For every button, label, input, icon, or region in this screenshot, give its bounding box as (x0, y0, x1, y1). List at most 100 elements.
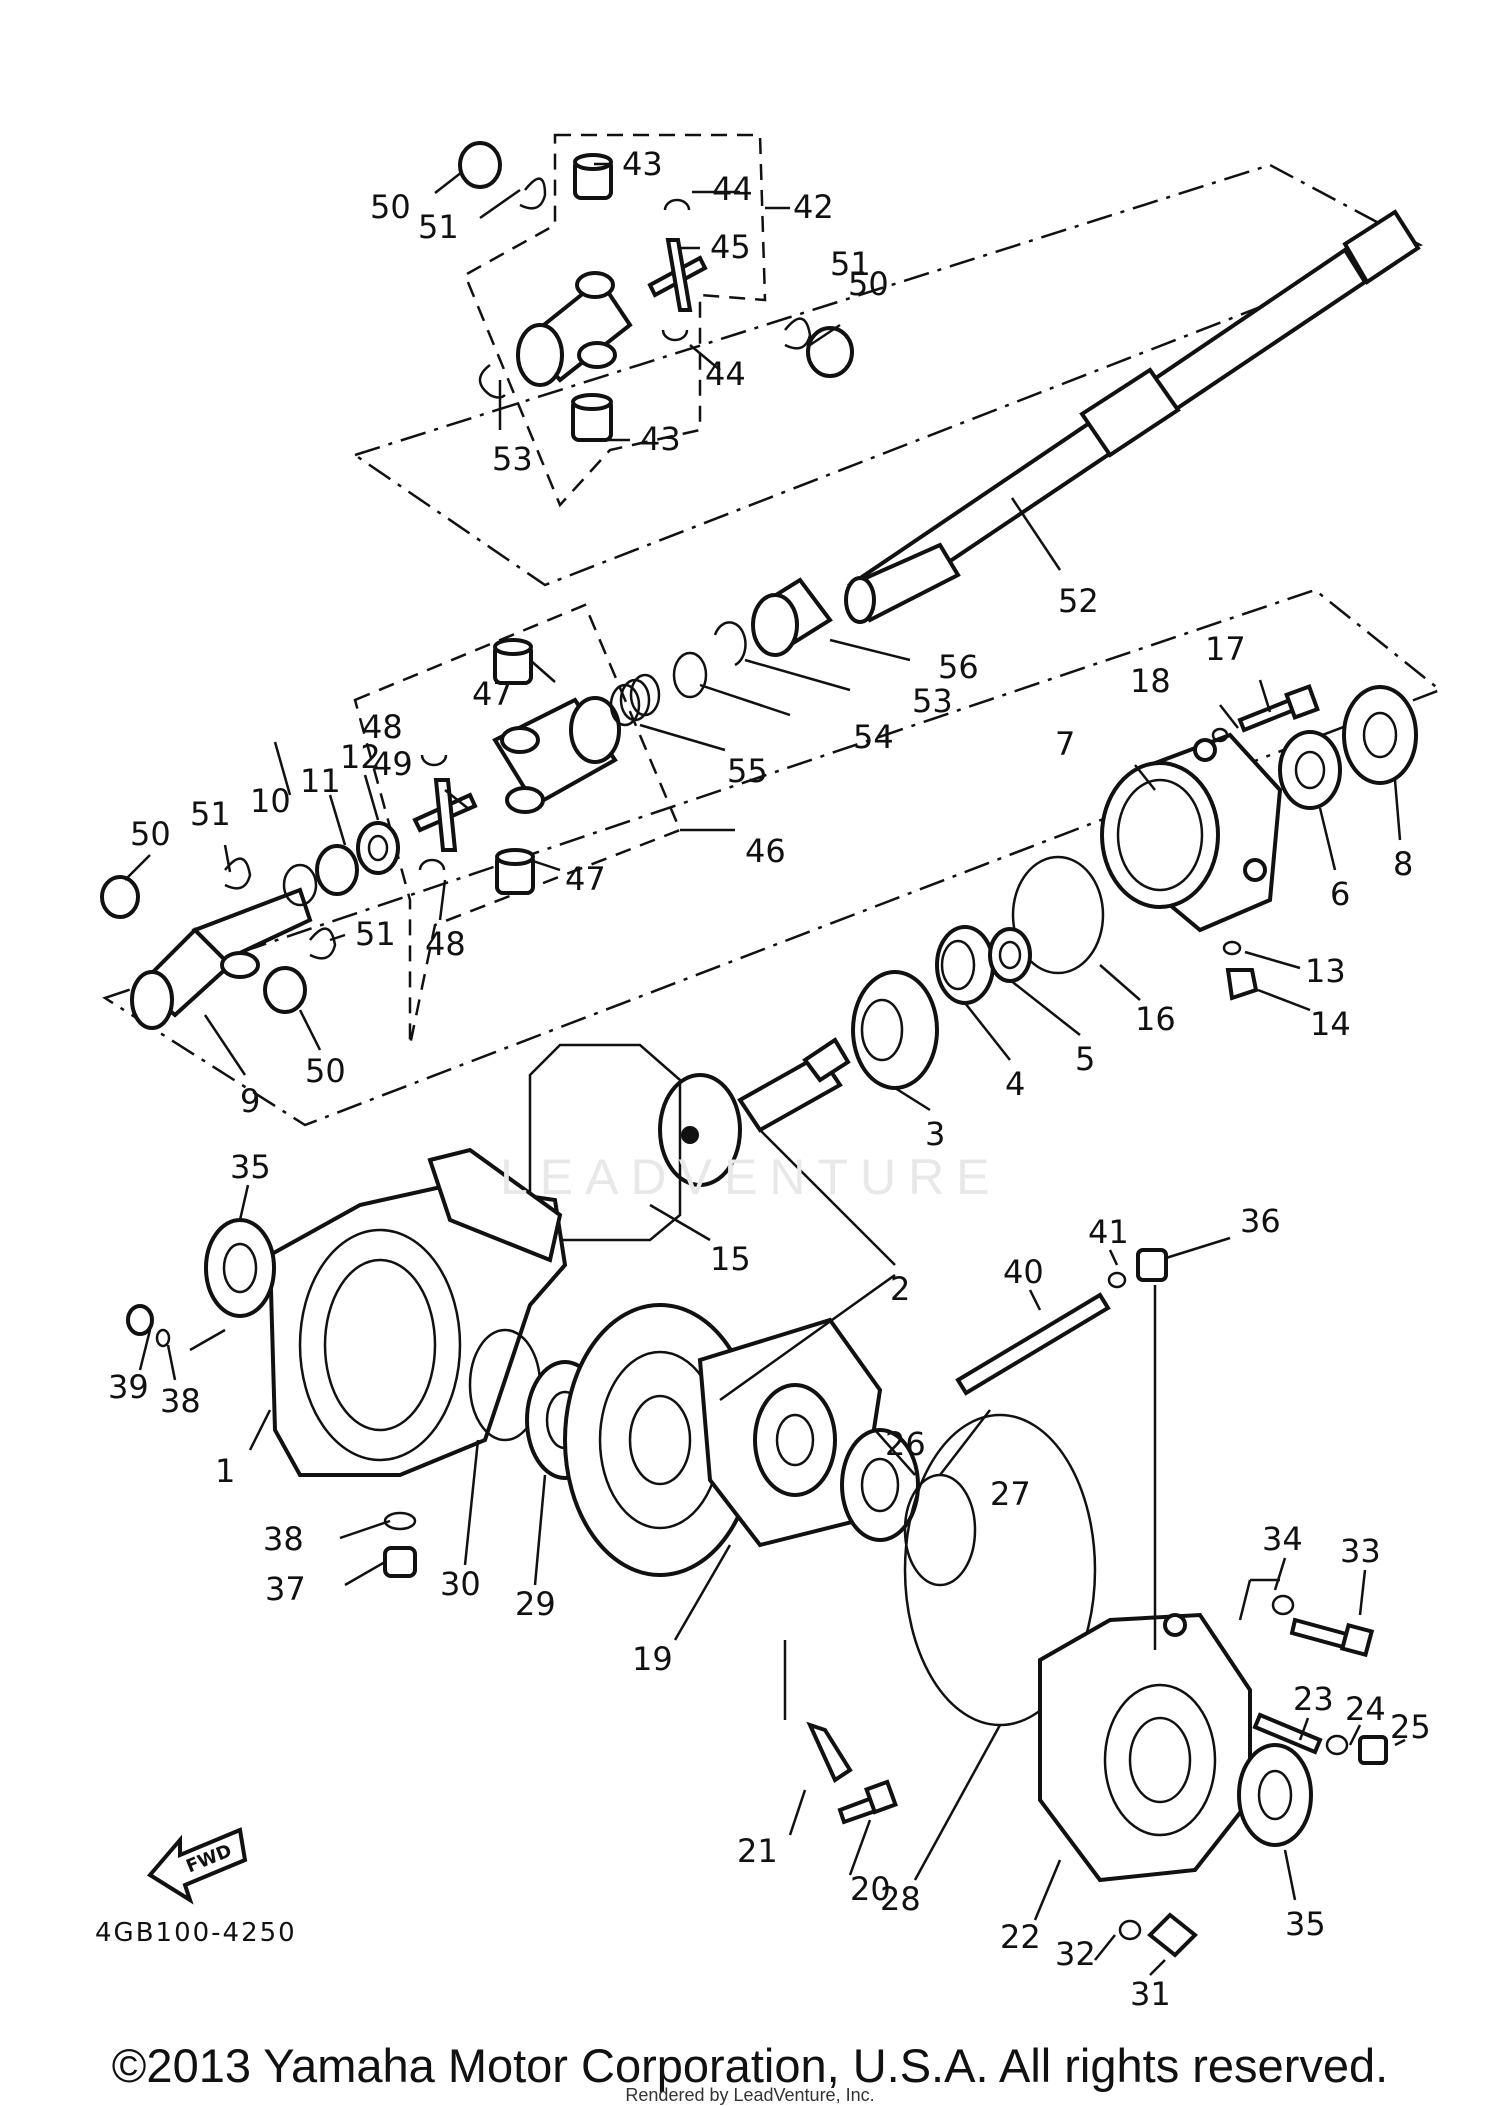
callout-41: 41 (1088, 1213, 1129, 1251)
callout-35-left: 35 (230, 1148, 271, 1186)
assembly-box-42 (463, 133, 767, 508)
o-ring-10 (282, 863, 318, 907)
callout-45: 45 (710, 228, 751, 266)
callout-5: 5 (1075, 1040, 1095, 1078)
callout-53-lower: 53 (912, 682, 953, 720)
callout-54: 54 (853, 718, 894, 756)
callout-17: 17 (1205, 630, 1246, 668)
callout-8: 8 (1393, 845, 1413, 883)
circlip-51-c (224, 857, 252, 890)
callout-47-lower: 47 (565, 860, 606, 898)
washer-18 (1211, 727, 1229, 743)
callout-55: 55 (727, 752, 768, 790)
callout-14: 14 (1310, 1005, 1351, 1043)
stud-bolt-23 (1252, 1712, 1323, 1755)
callout-25: 25 (1390, 1708, 1431, 1746)
cross-spider-45 (647, 238, 708, 312)
bolt-17 (1237, 684, 1320, 733)
bearing-cup-47-upper (493, 638, 533, 685)
circlip-51-b (784, 317, 812, 350)
callout-21: 21 (737, 1832, 778, 1870)
callout-52: 52 (1058, 582, 1099, 620)
callout-24: 24 (1345, 1690, 1386, 1728)
callout-44-upper: 44 (712, 170, 753, 208)
callout-27: 27 (990, 1475, 1031, 1513)
circlip-51-a (519, 177, 547, 210)
bolt-31 (1147, 1912, 1198, 1958)
bearing-cup-50-c (100, 875, 140, 919)
callout-15: 15 (710, 1240, 751, 1278)
bearing-cup-50-a (458, 141, 502, 189)
oil-seal-35-left (204, 1218, 276, 1318)
callout-34: 34 (1262, 1520, 1303, 1558)
callout-30: 30 (440, 1565, 481, 1603)
callout-50-b: 50 (848, 265, 889, 303)
callout-numbers: 1 2 3 4 5 6 7 8 9 10 11 12 13 14 15 16 1… (108, 145, 1431, 2013)
bearing-cup-50-b (806, 326, 854, 378)
callout-53-upper: 53 (492, 440, 533, 478)
o-ring-16 (1011, 855, 1105, 975)
bolt-33 (1289, 1617, 1375, 1658)
callout-23: 23 (1293, 1680, 1334, 1718)
lock-washer-21 (806, 1721, 853, 1783)
snap-ring-53-lower (713, 621, 747, 667)
callout-10: 10 (250, 782, 291, 820)
clip-41 (1107, 1271, 1127, 1289)
washer-32 (1118, 1919, 1142, 1941)
callout-48-lower: 48 (425, 925, 466, 963)
assembly-box-46 (353, 603, 682, 1046)
callout-1: 1 (215, 1452, 235, 1490)
assembly-box-upper (352, 163, 1423, 587)
callout-31: 31 (1130, 1975, 1171, 2013)
leader-lines (124, 162, 1406, 1976)
rendered-by-notice: Rendered by LeadVenture, Inc. (625, 2085, 875, 2105)
callout-38-upper: 38 (160, 1382, 201, 1420)
bearing-housing-7 (1100, 732, 1283, 933)
callout-51-d: 51 (355, 915, 396, 953)
callout-46: 46 (745, 832, 786, 870)
callout-29: 29 (515, 1585, 556, 1623)
circlip-53-upper (478, 364, 506, 399)
callout-3: 3 (925, 1115, 945, 1153)
washer-34 (1271, 1594, 1295, 1616)
washer-54 (672, 651, 708, 699)
callout-20: 20 (850, 1870, 891, 1908)
breather-36 (1136, 1248, 1168, 1282)
bearing-cup-47-lower (495, 848, 535, 895)
bearing-cup-43-upper (573, 153, 613, 200)
differential-case-1 (267, 1147, 568, 1477)
drain-bolt-39 (126, 1304, 154, 1336)
nut-25 (1358, 1735, 1388, 1765)
callout-40: 40 (1003, 1253, 1044, 1291)
shim-27 (903, 1473, 977, 1587)
oil-seal-12 (356, 821, 400, 875)
callout-7: 7 (1055, 725, 1075, 763)
copyright-notice: ©2013 Yamaha Motor Corporation, U.S.A. A… (111, 2039, 1389, 2092)
callout-37: 37 (265, 1570, 306, 1608)
callout-56: 56 (938, 648, 979, 686)
callout-12: 12 (340, 738, 381, 776)
circlip-48-lower (418, 858, 446, 871)
callout-35-right: 35 (1285, 1905, 1326, 1943)
oil-seal-35-right (1237, 1743, 1313, 1847)
breather-hose-40 (955, 1292, 1111, 1396)
bearing-race-4 (935, 925, 995, 1005)
bearing-6 (1278, 730, 1342, 810)
callout-6: 6 (1330, 875, 1350, 913)
fwd-arrow (146, 1827, 248, 1905)
callout-28: 28 (880, 1880, 921, 1918)
circlip-51-d (309, 927, 337, 960)
callout-26: 26 (885, 1425, 926, 1463)
bearing-cup-50-d (263, 966, 307, 1014)
callout-49: 49 (372, 745, 413, 783)
middle-yoke (492, 696, 621, 814)
circlip-48-upper (420, 754, 448, 767)
circlip-44-upper (663, 198, 691, 211)
callout-38-lower: 38 (263, 1520, 304, 1558)
callout-44-lower: 44 (705, 355, 746, 393)
callout-11: 11 (300, 762, 341, 800)
gasket-38-lower (383, 1511, 417, 1531)
callout-43-upper: 43 (622, 145, 663, 183)
bolt-14 (1225, 968, 1259, 1001)
